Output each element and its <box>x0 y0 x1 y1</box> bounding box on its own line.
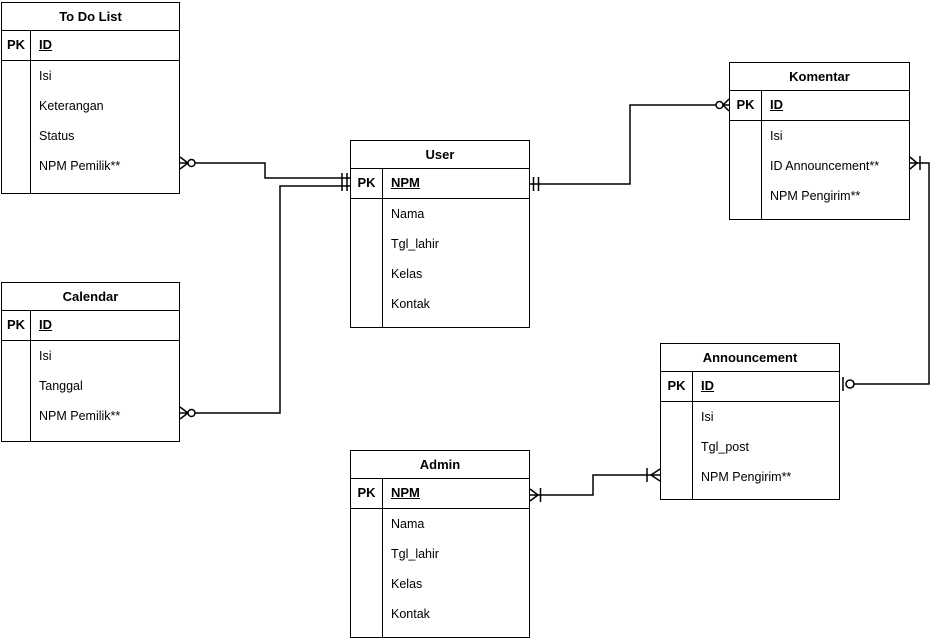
relationship-user-komentar <box>530 99 729 191</box>
field: Isi <box>770 129 783 143</box>
field: Isi <box>701 410 714 424</box>
pk-label: PK <box>661 372 693 401</box>
entity-calendar: Calendar PK ID Isi Tanggal NPM Pemilik** <box>1 282 180 442</box>
field: Kontak <box>391 607 430 621</box>
pk-field: NPM <box>391 485 420 500</box>
crow-foot-many-icon <box>530 489 538 501</box>
field: NPM Pengirim** <box>770 189 861 203</box>
relationship-admin-announcement <box>530 468 660 502</box>
entity-title: To Do List <box>2 3 179 31</box>
entity-title: Calendar <box>2 283 179 311</box>
pk-row: PK ID <box>2 31 179 61</box>
field: Isi <box>39 349 52 363</box>
field: Tgl_lahir <box>391 237 439 251</box>
connector-line <box>530 105 716 184</box>
field: Nama <box>391 517 425 531</box>
field: Kontak <box>391 297 430 311</box>
field: Tgl_post <box>701 440 749 454</box>
pk-column-spacer <box>2 61 31 193</box>
entity-title: Admin <box>351 451 529 479</box>
pk-column-spacer <box>351 199 383 327</box>
pk-row: PK NPM <box>351 479 529 509</box>
zero-circle-icon <box>188 410 195 417</box>
entity-user: User PK NPM Nama Tgl_lahir Kelas Kontak <box>350 140 530 328</box>
field: NPM Pemilik** <box>39 159 121 173</box>
pk-column-spacer <box>351 509 383 637</box>
pk-row: PK ID <box>2 311 179 341</box>
entity-title: User <box>351 141 529 169</box>
pk-row: PK ID <box>661 372 839 402</box>
pk-label: PK <box>730 91 762 120</box>
pk-row: PK NPM <box>351 169 529 199</box>
entity-title: Announcement <box>661 344 839 372</box>
zero-circle-icon <box>188 160 195 167</box>
crow-foot-many-icon <box>910 157 917 169</box>
pk-label: PK <box>351 479 383 508</box>
field: Tgl_lahir <box>391 547 439 561</box>
connector-line <box>195 163 350 178</box>
pk-field: NPM <box>391 175 420 190</box>
pk-field: ID <box>770 97 783 112</box>
connector-line <box>538 475 651 495</box>
pk-row: PK ID <box>730 91 909 121</box>
entity-admin: Admin PK NPM Nama Tgl_lahir Kelas Kontak <box>350 450 530 638</box>
crow-foot-many-icon <box>180 407 188 419</box>
zero-circle-icon <box>716 102 723 109</box>
field: Status <box>39 129 75 143</box>
pk-label: PK <box>2 311 31 340</box>
pk-label: PK <box>2 31 31 60</box>
entity-announcement: Announcement PK ID Isi Tgl_post NPM Peng… <box>660 343 840 500</box>
pk-field: ID <box>39 317 52 332</box>
crow-foot-many-icon <box>180 157 188 169</box>
entity-title: Komentar <box>730 63 909 91</box>
field: Kelas <box>391 267 423 281</box>
field: Nama <box>391 207 425 221</box>
connector-line <box>195 186 350 413</box>
pk-field: ID <box>39 37 52 52</box>
pk-label: PK <box>351 169 383 198</box>
crow-foot-many-icon <box>651 469 660 481</box>
pk-field: ID <box>701 378 714 393</box>
field: Kelas <box>391 577 423 591</box>
relationship-todolist-user <box>180 157 350 191</box>
field: NPM Pengirim** <box>701 470 792 484</box>
entity-to-do-list: To Do List PK ID Isi Keterangan Status N… <box>1 2 180 194</box>
zero-circle-icon <box>846 380 854 388</box>
one-tick-icon <box>534 177 539 191</box>
field: Isi <box>39 69 52 83</box>
field: ID Announcement** <box>770 159 880 173</box>
field: Tanggal <box>39 379 83 393</box>
one-tick-icon <box>342 173 347 191</box>
pk-column-spacer <box>661 402 693 499</box>
entity-komentar: Komentar PK ID Isi ID Announcement** NPM… <box>729 62 910 220</box>
relationship-calendar-user <box>180 186 350 419</box>
pk-column-spacer <box>2 341 31 441</box>
field: Keterangan <box>39 99 104 113</box>
pk-column-spacer <box>730 121 762 219</box>
field: NPM Pemilik** <box>39 409 121 423</box>
